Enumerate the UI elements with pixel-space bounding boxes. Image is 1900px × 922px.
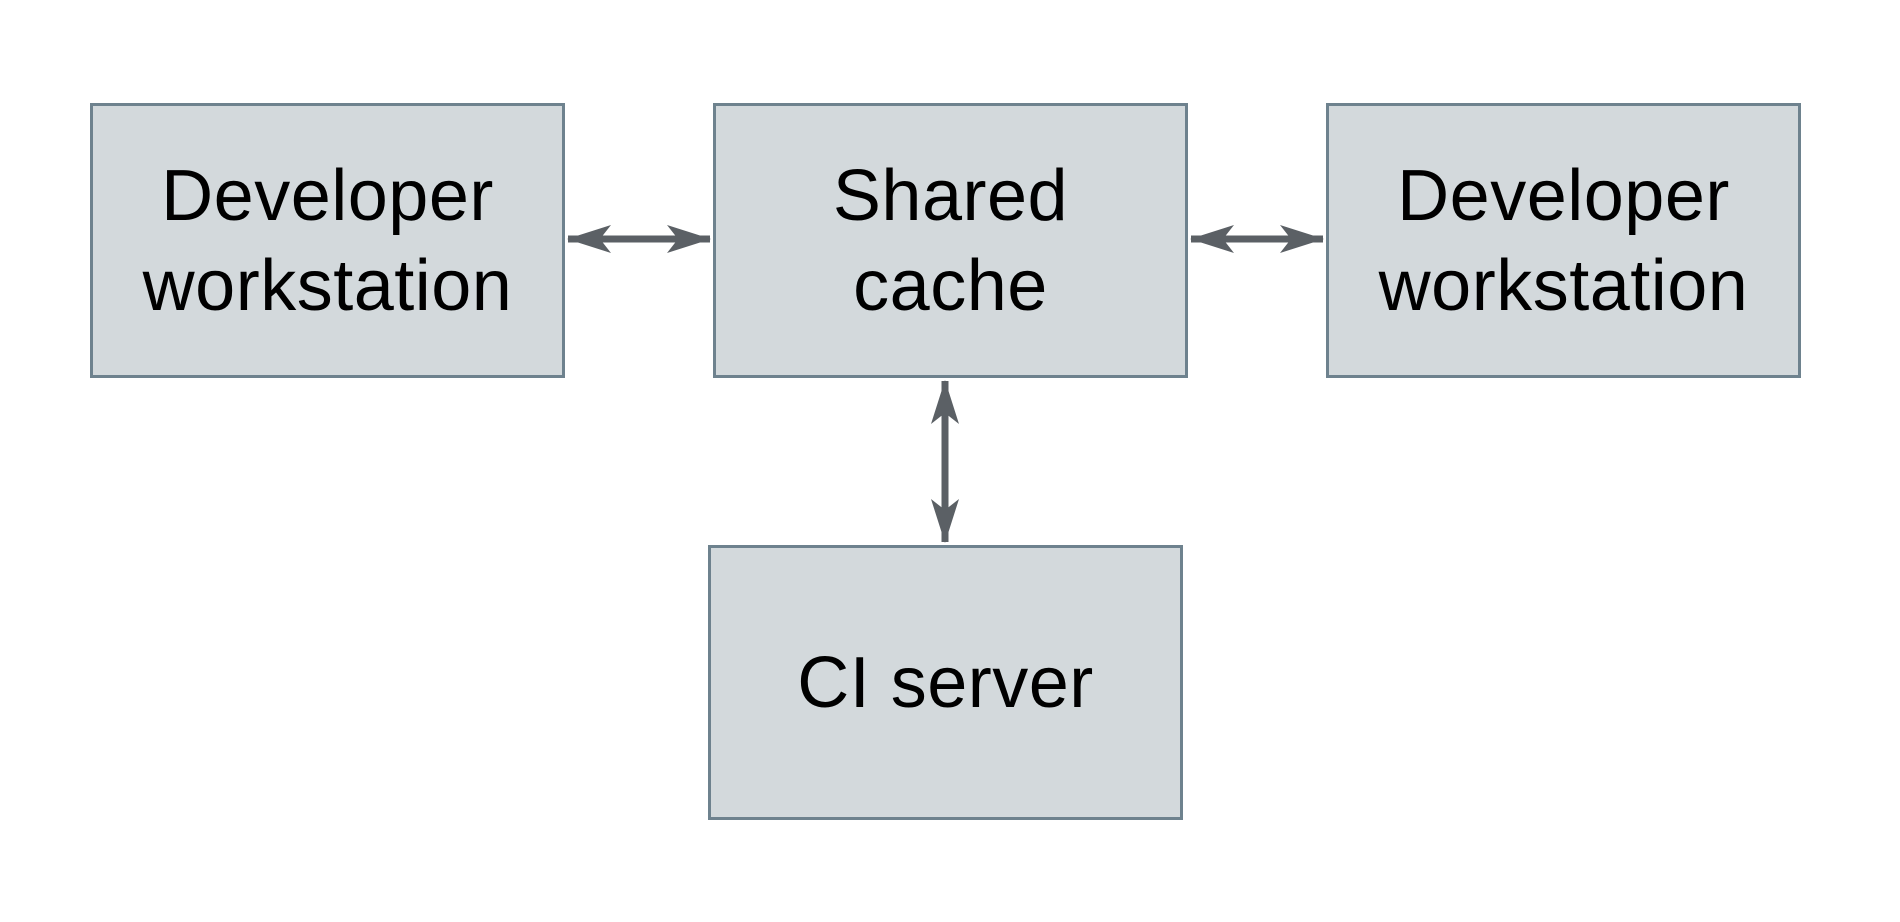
node-developer-workstation-left: Developer workstation bbox=[90, 103, 565, 378]
node-label: Shared cache bbox=[833, 151, 1068, 331]
node-label-line: Developer bbox=[161, 155, 494, 236]
node-label-line: CI server bbox=[797, 642, 1094, 723]
node-label-line: cache bbox=[853, 245, 1048, 326]
node-label-line: workstation bbox=[142, 245, 513, 326]
node-label-line: workstation bbox=[1378, 245, 1749, 326]
node-label: Developer workstation bbox=[143, 151, 513, 331]
node-ci-server: CI server bbox=[708, 545, 1183, 820]
node-label: Developer workstation bbox=[1379, 151, 1749, 331]
node-developer-workstation-right: Developer workstation bbox=[1326, 103, 1801, 378]
node-label-line: Shared bbox=[832, 155, 1069, 236]
node-label: CI server bbox=[797, 638, 1094, 728]
node-shared-cache: Shared cache bbox=[713, 103, 1188, 378]
node-label-line: Developer bbox=[1397, 155, 1730, 236]
